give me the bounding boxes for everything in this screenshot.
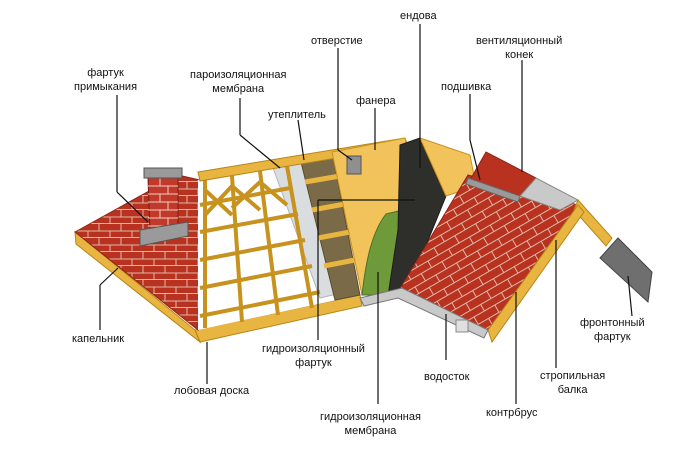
- label-gutter: водосток: [424, 371, 470, 383]
- right-eave-board: [487, 204, 585, 344]
- label-drip-edge: капельник: [72, 333, 125, 345]
- label-plywood: фанера: [356, 95, 396, 107]
- label-vent-opening: отверстие: [311, 35, 363, 47]
- vent-opening: [346, 155, 362, 175]
- chimney: [139, 167, 189, 247]
- gutter: [359, 287, 489, 339]
- label-fascia-board: лобовая доска: [174, 385, 250, 397]
- leader-lines: [99, 24, 633, 404]
- label-counter-batten: контрбрус: [486, 407, 538, 419]
- label-soffit: подшивка: [441, 81, 492, 93]
- label-valley: ендова: [400, 10, 437, 22]
- ridge-metal: [465, 177, 521, 203]
- label-insulation: утеплитель: [268, 109, 326, 121]
- gable-apron: [599, 237, 653, 304]
- downspout: [455, 319, 469, 333]
- rafter-grid: [199, 165, 321, 328]
